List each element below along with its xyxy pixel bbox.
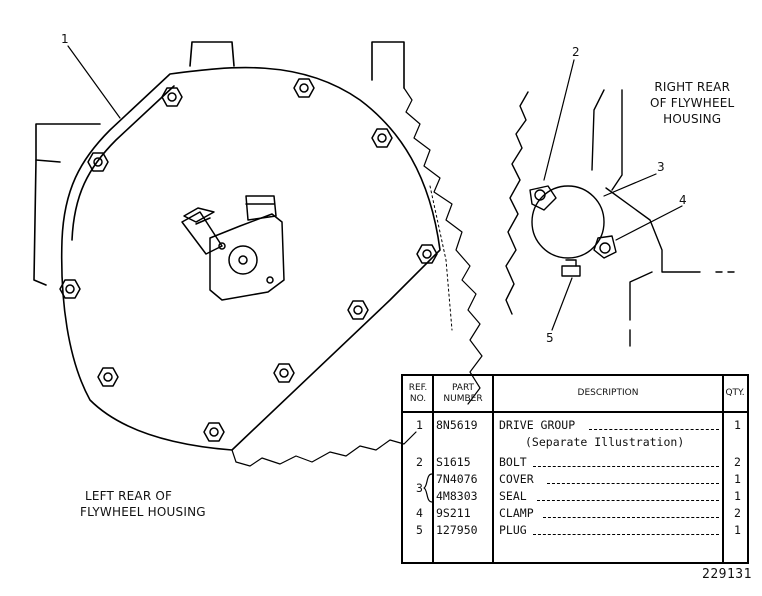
- row-qty: 1: [734, 489, 741, 503]
- row-part: 127950: [436, 523, 478, 537]
- right-view-caption-line: OF FLYWHEEL: [650, 96, 735, 111]
- row-desc: COVER: [499, 472, 534, 486]
- row-ref: 2: [416, 455, 423, 469]
- row-desc: (Separate Illustration): [525, 435, 685, 449]
- right-view-caption-line: RIGHT REAR: [654, 80, 731, 94]
- row-qty: 1: [734, 523, 741, 537]
- row-desc: BOLT: [499, 455, 527, 469]
- header-qty: QTY.: [723, 376, 747, 412]
- right-leaders: [543, 59, 683, 331]
- left-housing-outline: [33, 41, 483, 467]
- callout-1: 1: [61, 32, 69, 46]
- row-qty: 2: [734, 455, 741, 469]
- row-part: 4M8303: [436, 489, 478, 503]
- row-part: 8N5619: [436, 418, 478, 432]
- ref-3-brace: [423, 473, 433, 503]
- row-qty: 1: [734, 472, 741, 486]
- left-view-caption-line: LEFT REAR OF: [85, 489, 173, 503]
- header-description: DESCRIPTION: [493, 376, 723, 412]
- row-desc: PLUG: [499, 523, 527, 537]
- row-ref: 5: [416, 523, 423, 537]
- row-qty: 2: [734, 506, 741, 520]
- row-desc: SEAL: [499, 489, 527, 503]
- row-ref: 1: [416, 418, 423, 432]
- left-bolts: [59, 78, 438, 442]
- row-part: 9S211: [436, 506, 471, 520]
- header-ref-no: REF. NO.: [403, 376, 433, 412]
- leader-1: [67, 45, 121, 119]
- row-part: 7N4076: [436, 472, 478, 486]
- left-view-caption-line: FLYWHEEL HOUSING: [80, 505, 206, 520]
- row-ref: 4: [416, 506, 423, 520]
- row-desc: DRIVE GROUP: [499, 418, 576, 432]
- right-view-caption: RIGHT REAR OF FLYWHEEL HOUSING: [650, 79, 734, 128]
- callout-5: 5: [546, 331, 554, 345]
- right-view-caption-line: HOUSING: [663, 112, 722, 127]
- header-part-number: PART NUMBER: [433, 376, 493, 412]
- row-qty: 1: [734, 418, 741, 432]
- left-view-caption: LEFT REAR OF FLYWHEEL HOUSING: [80, 488, 206, 520]
- parts-table: REF. NO. PART NUMBER DESCRIPTION QTY. 1 …: [401, 374, 749, 564]
- figure-number: 229131: [702, 567, 752, 582]
- row-ref: 3: [416, 481, 423, 495]
- callout-2: 2: [572, 45, 580, 59]
- callout-4: 4: [679, 193, 687, 207]
- row-part: S1615: [436, 455, 471, 469]
- callout-3: 3: [657, 160, 665, 174]
- drive-group: [181, 195, 285, 301]
- right-view-outline: [505, 89, 737, 347]
- row-desc: CLAMP: [499, 506, 534, 520]
